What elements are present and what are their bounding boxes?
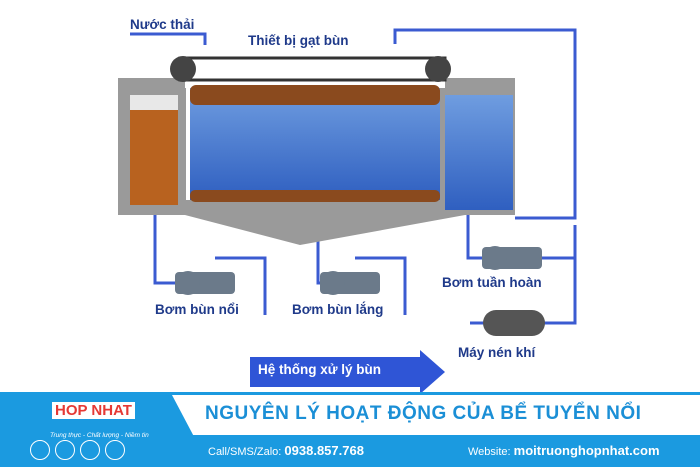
clear-water-compartment	[445, 95, 513, 210]
roller-left	[170, 56, 196, 82]
phone-number[interactable]: 0938.857.768	[284, 443, 364, 458]
contact-phone: Call/SMS/Zalo: 0938.857.768	[208, 443, 364, 458]
contact-website: Website: moitruonghopnhat.com	[468, 443, 660, 458]
roller-right	[425, 56, 451, 82]
slogan: Trung thực - Chất lượng - Niềm tin	[50, 432, 149, 439]
compressor-label: Máy nén khí	[458, 345, 536, 360]
pipes	[130, 28, 577, 325]
call-label: Call/SMS/Zalo:	[208, 446, 282, 458]
pump-settle-label: Bơm bùn lắng	[292, 302, 384, 317]
flotation-chamber	[190, 88, 440, 200]
pump-recycle-label: Bơm tuần hoàn	[442, 275, 542, 290]
water-drop-icon	[55, 440, 75, 460]
scraper-belt	[178, 56, 447, 82]
pumps	[175, 246, 545, 336]
sludge-system-label: Hệ thống xử lý bùn	[258, 362, 382, 377]
title-banner	[172, 395, 700, 435]
float-sludge-compartment	[130, 110, 178, 205]
factory-icon	[80, 440, 100, 460]
cart-icon	[105, 440, 125, 460]
logo: HOP NHAT	[52, 402, 135, 419]
scraper-label: Thiết bị gạt bùn	[248, 33, 349, 48]
page-title: NGUYÊN LÝ HOẠT ĐỘNG CỦA BỂ TUYỂN NỔI	[205, 403, 642, 424]
document-icon	[30, 440, 50, 460]
sludge-system-arrow	[250, 350, 445, 394]
pump-float-label: Bơm bùn nổi	[155, 302, 239, 317]
service-icons	[30, 440, 125, 460]
tank	[118, 78, 515, 245]
website-label: Website:	[468, 446, 511, 458]
website-link[interactable]: moitruonghopnhat.com	[513, 443, 660, 458]
inlet-label: Nước thải	[130, 17, 195, 32]
compressor	[483, 310, 545, 336]
